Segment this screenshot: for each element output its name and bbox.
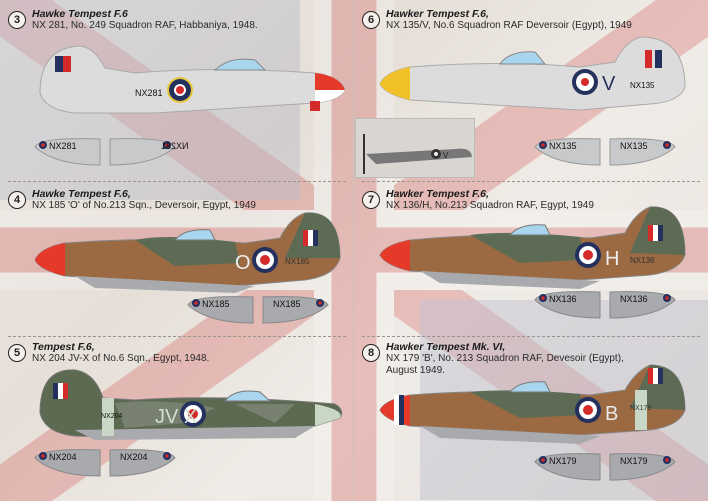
profile-header-5: 5 Tempest F.6, NX 204 JV-X of No.6 Sqn.,…: [8, 341, 209, 365]
wing-underside-8: NX179 NX179: [534, 453, 676, 481]
profile-caption: NX 204 JV-X of No.6 Sqn., Egypt, 1948.: [32, 353, 210, 364]
profile-caption: NX 281, No. 249 Squadron RAF, Habbaniya,…: [32, 20, 258, 31]
svg-text:JV X: JV X: [155, 406, 197, 428]
svg-text:NX179: NX179: [549, 456, 577, 466]
svg-text:NX281: NX281: [161, 141, 189, 151]
row-divider: [8, 336, 346, 337]
svg-text:NX204: NX204: [120, 452, 148, 462]
wing-underside-4: NX185 NX185: [187, 296, 329, 324]
profile-title: Hawker Tempest F.6,: [386, 188, 489, 200]
aircraft-profile-8: B NX179: [379, 364, 686, 444]
svg-text:NX179: NX179: [630, 405, 652, 412]
profile-header-8: 8 Hawker Tempest Mk. VI, NX 179 'B', No.…: [362, 341, 624, 377]
svg-text:NX179: NX179: [620, 456, 648, 466]
profile-caption: NX 179 'B', No. 213 Squadron RAF, Deveso…: [386, 353, 624, 364]
svg-text:NX135: NX135: [630, 81, 655, 90]
aircraft-profile-5: JV X NX204: [39, 369, 343, 440]
profile-number: 8: [362, 344, 380, 362]
profile-title: Hawker Tempest Mk. VI,: [386, 341, 506, 353]
aircraft-profile-4: O NX185: [34, 212, 341, 293]
profile-caption: NX 135/V, No.6 Squadron RAF Deversoir (E…: [386, 20, 632, 31]
profile-header-6: 6 Hawker Tempest F.6, NX 135/V, No.6 Squ…: [362, 8, 632, 32]
profile-number: 3: [8, 11, 26, 29]
svg-text:NX204: NX204: [101, 413, 123, 420]
aircraft-profile-6: V NX135: [379, 36, 686, 111]
wing-underside-3: NX281 NX281: [34, 138, 189, 166]
wing-underside-7: NX136 NX136: [534, 291, 676, 319]
profile-title: Hawker Tempest F.6,: [386, 8, 489, 20]
vertical-divider: [353, 0, 354, 501]
profile-caption: NX 136/H, No.213 Squadron RAF, Egypt, 19…: [386, 200, 594, 211]
svg-text:V: V: [443, 151, 449, 160]
svg-text:NX185: NX185: [285, 257, 310, 266]
aircraft-profile-3: NX281: [39, 45, 346, 114]
svg-text:H: H: [605, 248, 619, 270]
profile-title: Hawke Tempest F.6,: [32, 188, 131, 200]
svg-text:B: B: [605, 403, 618, 425]
row-divider: [362, 336, 700, 337]
svg-text:NX204: NX204: [49, 452, 77, 462]
profile-number: 6: [362, 11, 380, 29]
row-divider: [362, 181, 700, 182]
reference-photo: V: [355, 118, 475, 178]
svg-text:NX135: NX135: [620, 141, 648, 151]
svg-text:NX135: NX135: [549, 141, 577, 151]
svg-text:V: V: [602, 73, 616, 95]
profile-caption-line2: August 1949.: [386, 365, 445, 376]
profile-header-4: 4 Hawke Tempest F.6, NX 185 'O' of No.21…: [8, 188, 256, 212]
aircraft-profile-7: H NX136: [379, 206, 686, 289]
row-divider: [8, 181, 346, 182]
svg-text:O: O: [235, 252, 251, 274]
profile-number: 7: [362, 191, 380, 209]
profile-caption: NX 185 'O' of No.213 Sqn., Deversoir, Eg…: [32, 200, 256, 211]
profile-header-3: 3 Hawke Tempest F.6 NX 281, No. 249 Squa…: [8, 8, 258, 32]
svg-text:NX281: NX281: [49, 141, 77, 151]
svg-text:NX136: NX136: [549, 294, 577, 304]
wing-underside-6: NX135 NX135: [534, 138, 676, 166]
profile-title: Hawke Tempest F.6: [32, 8, 128, 20]
svg-text:NX185: NX185: [273, 299, 301, 309]
svg-text:NX185: NX185: [202, 299, 230, 309]
svg-text:NX136: NX136: [620, 294, 648, 304]
profile-number: 5: [8, 344, 26, 362]
svg-text:NX136: NX136: [630, 256, 655, 265]
profile-header-7: 7 Hawker Tempest F.6, NX 136/H, No.213 S…: [362, 188, 594, 212]
profile-title: Tempest F.6,: [32, 341, 95, 353]
profile-number: 4: [8, 191, 26, 209]
svg-text:NX281: NX281: [135, 88, 163, 98]
wing-underside-5: NX204 NX204: [34, 449, 176, 477]
